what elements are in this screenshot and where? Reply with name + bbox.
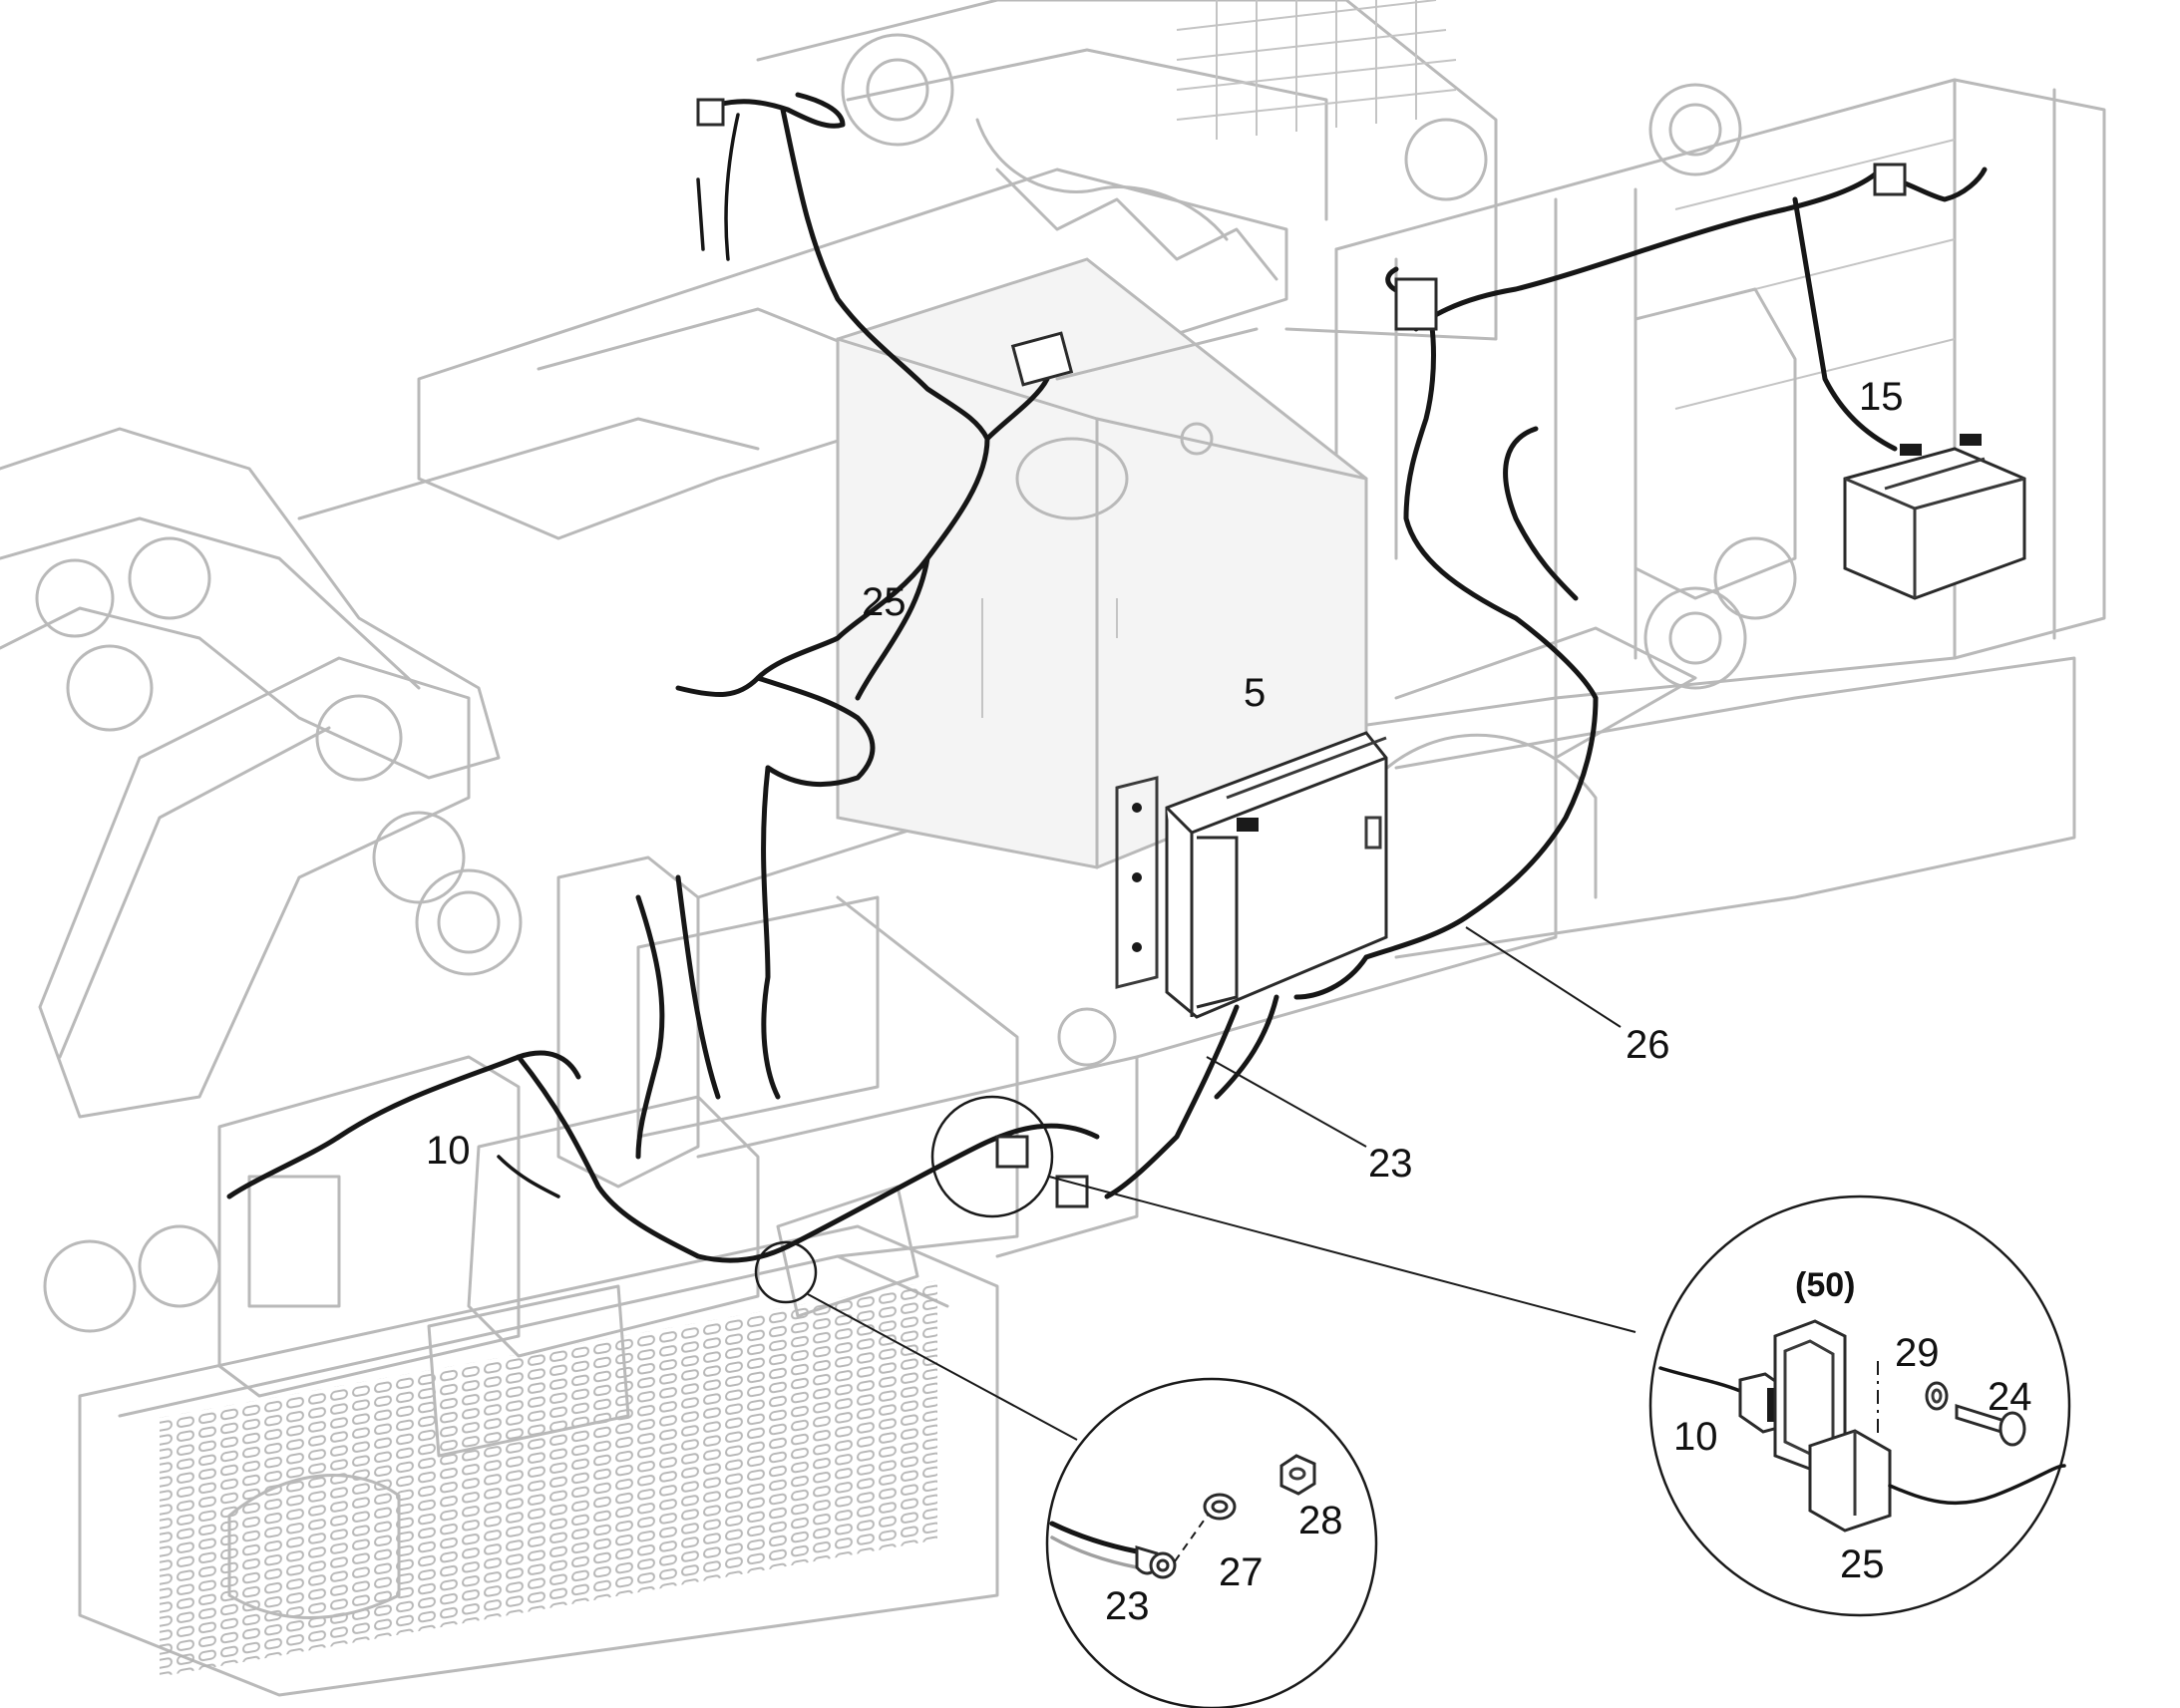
detail-ground-connection: 23 27 28	[1045, 1377, 1378, 1708]
detail-ground-label-27: 27	[1219, 1550, 1264, 1594]
callout-labels: 25 5 15 26 23 10	[426, 375, 1904, 1186]
harness-25	[675, 92, 1050, 1100]
callout-25: 25	[862, 580, 907, 624]
detail-connector-label-24: 24	[1988, 1375, 2032, 1419]
detail-ground-label-23: 23	[1105, 1584, 1150, 1628]
control-unit-box	[1115, 731, 1388, 1019]
detail-mark-connector	[930, 1095, 1054, 1218]
battery	[1843, 434, 2026, 600]
callout-23: 23	[1368, 1142, 1413, 1186]
leader-lines	[754, 926, 1636, 1441]
detail-bracket-label: (50)	[1795, 1266, 1855, 1304]
connector-cluster	[696, 98, 1907, 1208]
detail-ground-label-28: 28	[1298, 1499, 1343, 1542]
detail-connector-bracket: (50) 10 29 24 25	[1648, 1195, 2071, 1617]
callout-10: 10	[426, 1129, 471, 1173]
detail-mark-ground	[754, 1240, 818, 1304]
callout-26: 26	[1626, 1023, 1670, 1067]
harness-26	[1363, 167, 1988, 960]
detail-connector-label-29: 29	[1895, 1331, 1940, 1375]
machine-frame	[0, 0, 2106, 1697]
harness-23	[1104, 954, 1369, 1199]
detail-connector-label-10: 10	[1673, 1415, 1718, 1459]
callout-15: 15	[1859, 375, 1904, 419]
detail-connector-label-25: 25	[1840, 1542, 1885, 1586]
harness-10	[226, 874, 1100, 1263]
callout-5: 5	[1244, 671, 1266, 715]
